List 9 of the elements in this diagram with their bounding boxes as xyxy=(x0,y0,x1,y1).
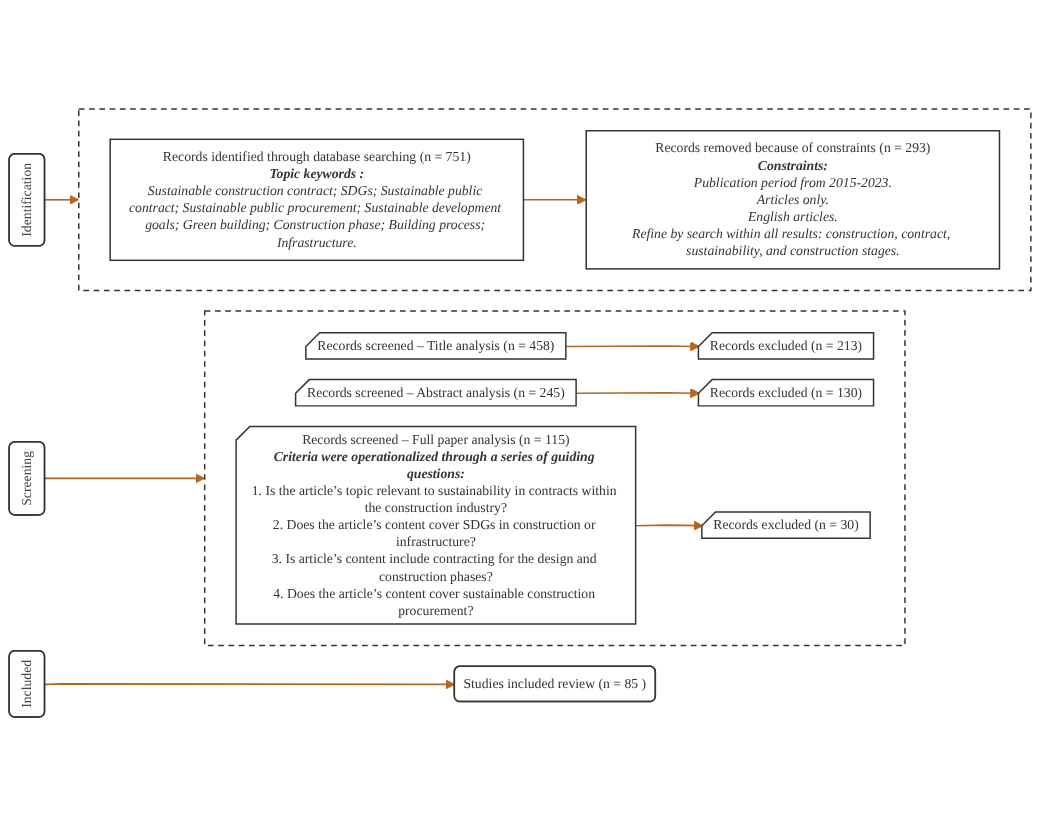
arrow xyxy=(565,341,701,352)
arrow xyxy=(522,194,587,205)
arrow xyxy=(635,520,704,531)
cluster xyxy=(203,310,906,647)
arrow xyxy=(575,388,701,399)
cluster xyxy=(78,108,1032,292)
arrow xyxy=(43,194,80,205)
arrow xyxy=(44,679,456,690)
arrow xyxy=(43,473,206,484)
